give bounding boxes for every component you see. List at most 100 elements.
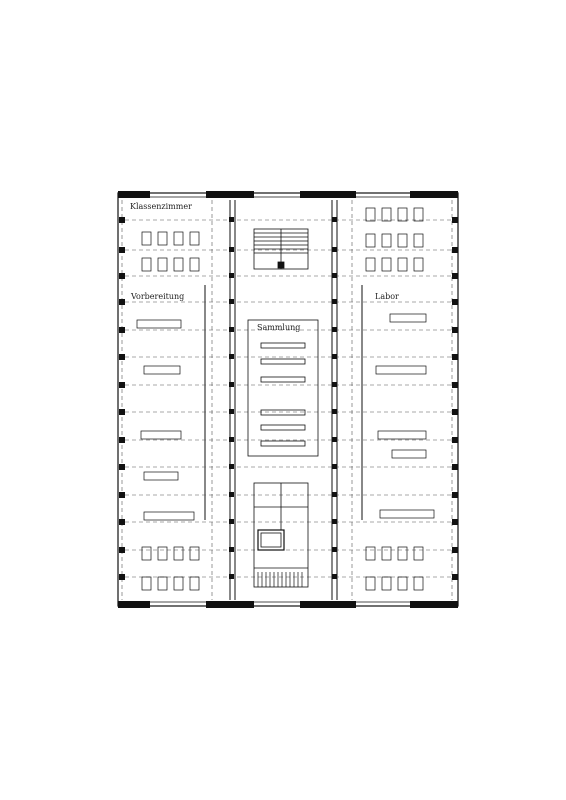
column (332, 299, 337, 304)
lab-bench (389, 313, 427, 323)
desk (157, 257, 168, 272)
column (332, 409, 337, 414)
desk (189, 231, 200, 246)
stair-bottom (253, 482, 309, 588)
column (452, 437, 458, 443)
desk (397, 207, 408, 222)
column (452, 492, 458, 498)
column (452, 217, 458, 223)
desk (413, 207, 424, 222)
desk (381, 207, 392, 222)
column (119, 492, 125, 498)
shelf (260, 358, 306, 365)
desk (413, 233, 424, 248)
corridor-walls (204, 200, 363, 600)
desk (141, 576, 152, 591)
exterior-walls (117, 192, 459, 607)
stair-treads (257, 572, 303, 587)
lab-bench (379, 509, 435, 519)
lab-bench (143, 511, 195, 521)
lab-bench (140, 430, 182, 440)
column (332, 574, 337, 579)
column (332, 547, 337, 552)
desk (381, 546, 392, 561)
column (332, 273, 337, 278)
lab-bench (377, 430, 427, 440)
label-lab: Labor (375, 292, 399, 301)
column (332, 247, 337, 252)
lab-bench (391, 449, 427, 459)
desk (189, 546, 200, 561)
column (119, 354, 125, 360)
column (452, 409, 458, 415)
desk (173, 576, 184, 591)
column (119, 273, 125, 279)
column (332, 217, 337, 222)
column (229, 354, 234, 359)
label-classroom: Klassenzimmer (130, 202, 192, 211)
column (119, 437, 125, 443)
desk (365, 207, 376, 222)
desk (157, 546, 168, 561)
desk (189, 257, 200, 272)
column (119, 217, 125, 223)
desk (397, 257, 408, 272)
column (119, 464, 125, 470)
collection-shelves (260, 342, 306, 447)
shelf (260, 376, 306, 383)
stair-top (253, 228, 309, 270)
column (452, 327, 458, 333)
column (452, 574, 458, 580)
desk (365, 233, 376, 248)
wall-blocks (118, 191, 458, 608)
column (119, 327, 125, 333)
column (452, 382, 458, 388)
desk (189, 576, 200, 591)
desk (365, 576, 376, 591)
column (229, 382, 234, 387)
column (229, 409, 234, 414)
lab-bench (143, 365, 181, 375)
column (332, 327, 337, 332)
shelf (260, 424, 306, 431)
column (332, 492, 337, 497)
desk (397, 576, 408, 591)
shelf (260, 342, 306, 349)
desk (141, 257, 152, 272)
column (119, 574, 125, 580)
column (332, 519, 337, 524)
column (452, 247, 458, 253)
column (119, 409, 125, 415)
label-collection: Sammlung (257, 323, 300, 332)
column (229, 547, 234, 552)
desk (173, 546, 184, 561)
column (119, 247, 125, 253)
column (229, 327, 234, 332)
desk (381, 233, 392, 248)
desk (173, 231, 184, 246)
column (332, 437, 337, 442)
desk (397, 233, 408, 248)
column (452, 519, 458, 525)
lab-bench (143, 471, 179, 481)
column (452, 273, 458, 279)
column (452, 354, 458, 360)
shelf (260, 409, 306, 416)
column (119, 547, 125, 553)
desk (365, 546, 376, 561)
column (452, 547, 458, 553)
column (229, 217, 234, 222)
column (119, 519, 125, 525)
desk (413, 546, 424, 561)
desk (157, 576, 168, 591)
column (119, 382, 125, 388)
classroom-desks (136, 207, 435, 591)
desk (141, 546, 152, 561)
desk (381, 576, 392, 591)
desk (173, 257, 184, 272)
desk (365, 257, 376, 272)
desk (381, 257, 392, 272)
lab-bench (375, 365, 427, 375)
column (229, 437, 234, 442)
